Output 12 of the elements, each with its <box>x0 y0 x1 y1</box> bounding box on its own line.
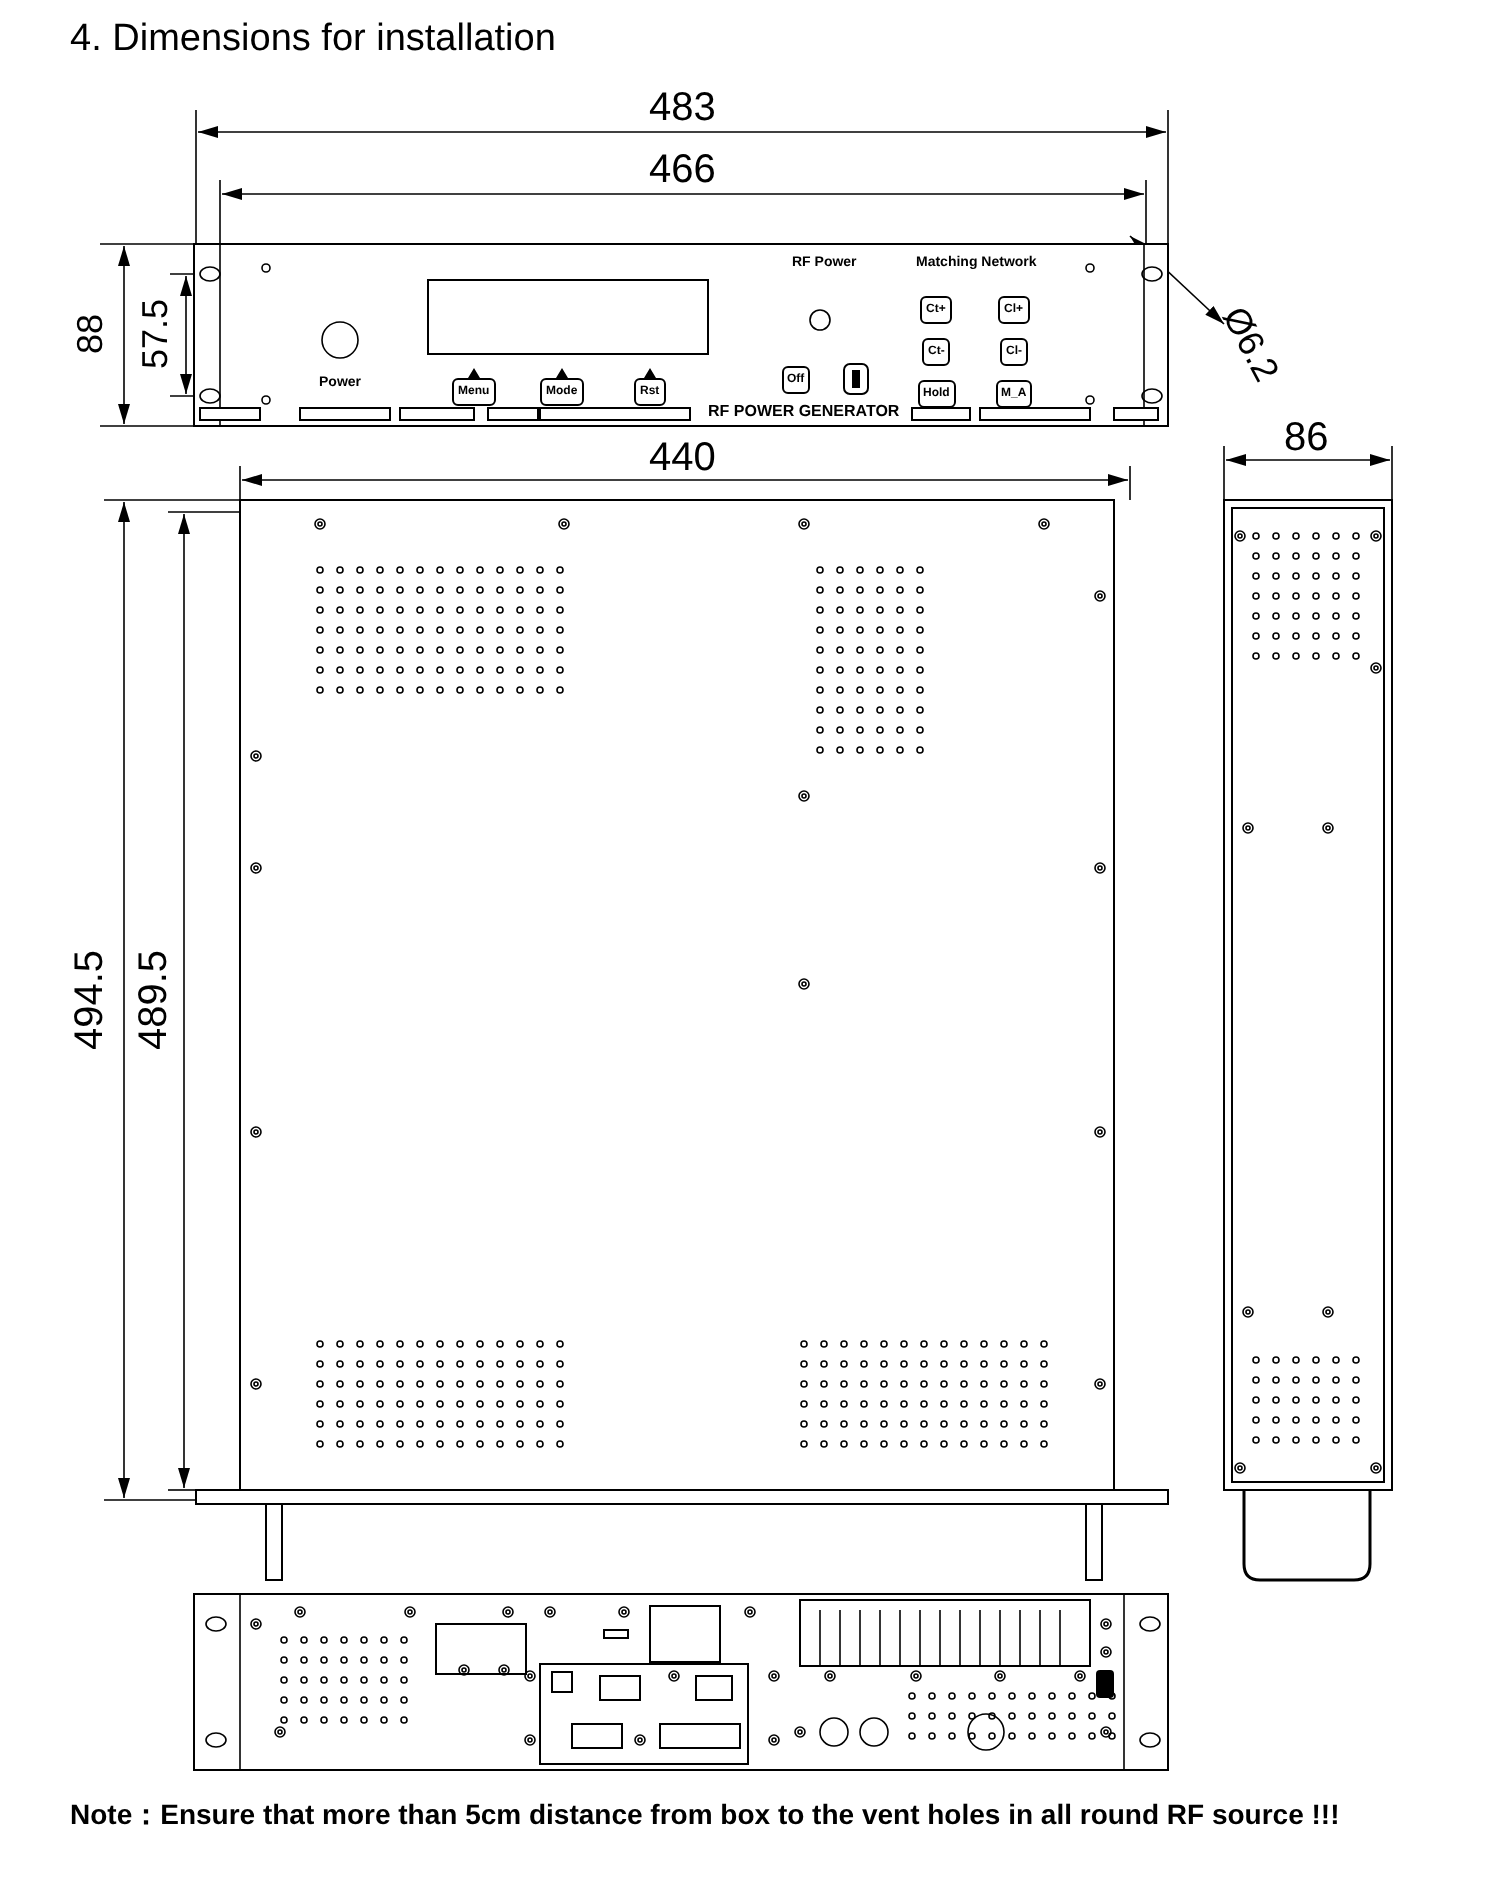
dimension-value: 466 <box>649 150 716 190</box>
dimension-value: 494.5 <box>70 949 111 1051</box>
dimension-value: 440 <box>649 438 716 478</box>
panel-label: RF POWER GENERATOR <box>708 404 900 420</box>
dimension-value: 57.5 <box>136 298 173 370</box>
note: Note：Ensure that more than 5cm distance from box to the vent holes in all round RF source !!! <box>70 1796 1342 1833</box>
dimension-value: 489.5 <box>134 949 175 1051</box>
dimension-value: 86 <box>1284 418 1329 458</box>
dimension-value: Ø6.2 <box>1215 301 1285 387</box>
title: 4. Dimensions for installation <box>70 20 556 58</box>
dimension-value: 483 <box>649 88 716 128</box>
dimension-value: 88 <box>72 313 109 355</box>
